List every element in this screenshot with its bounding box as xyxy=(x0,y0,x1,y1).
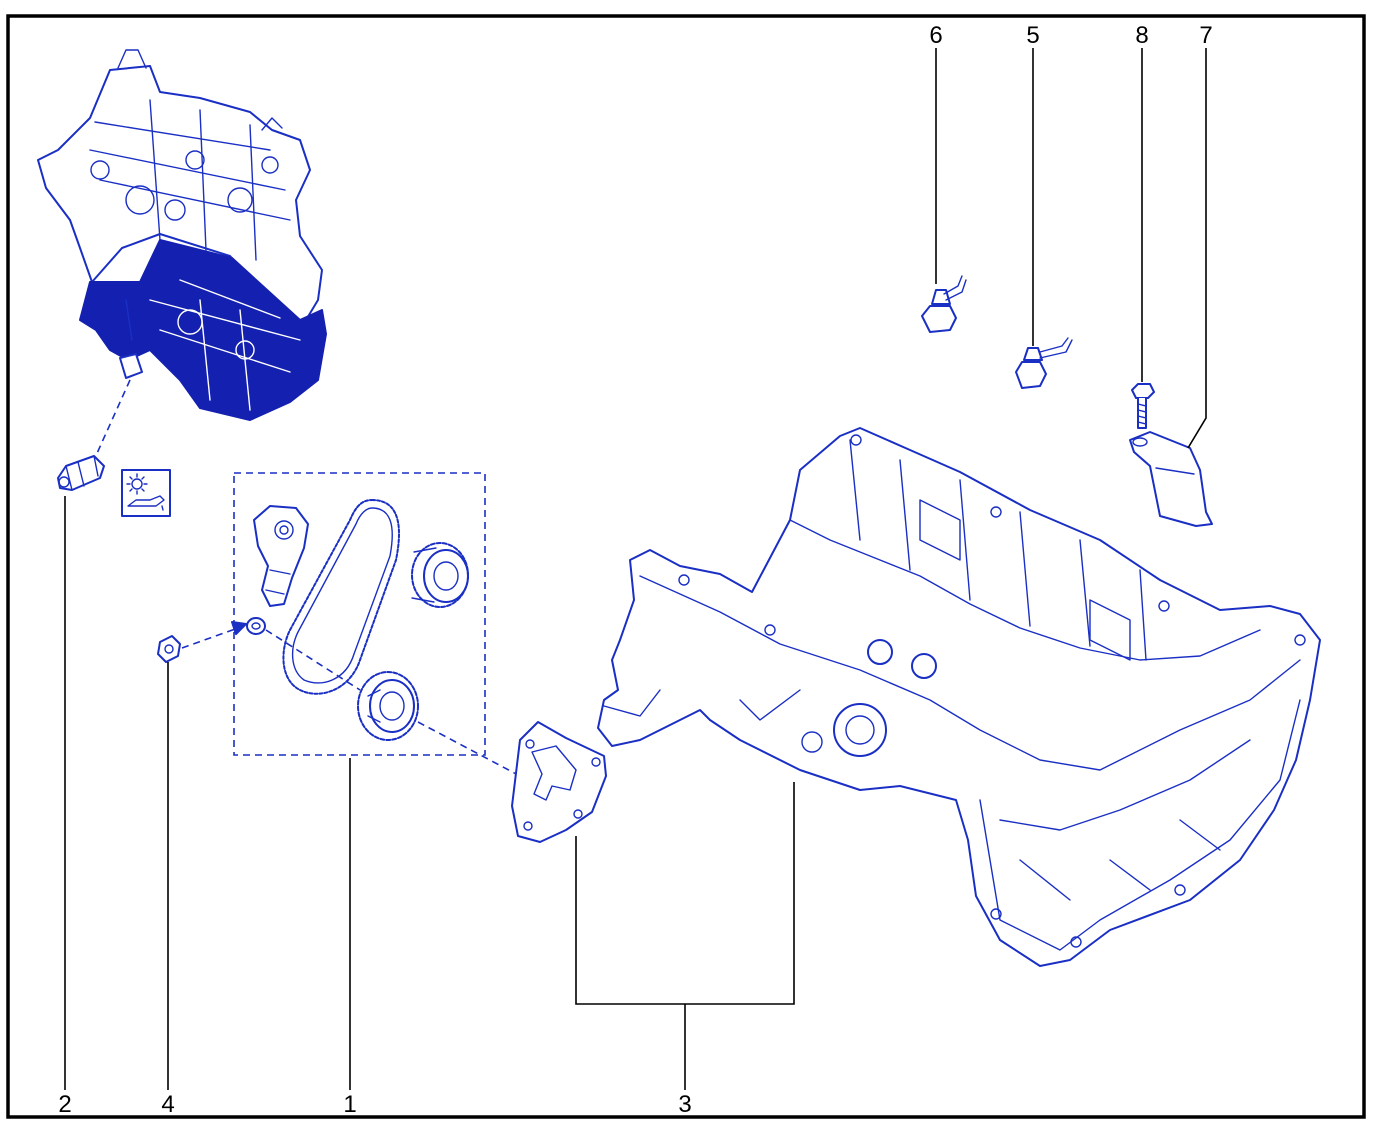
oil-drain-plug-6 xyxy=(921,275,967,333)
callout-3: 3 xyxy=(678,1091,691,1118)
callout-8: 8 xyxy=(1135,22,1148,49)
bolt xyxy=(1131,383,1155,429)
engine-assembly-illustration xyxy=(37,49,327,461)
diagram-frame xyxy=(6,14,1366,1119)
lower-crankcase xyxy=(597,427,1321,967)
oil-drain-plug-5 xyxy=(1015,337,1073,389)
oil-baffle xyxy=(1129,431,1213,527)
callout-6: 6 xyxy=(929,22,942,49)
callout-7: 7 xyxy=(1199,22,1212,49)
oil-pressure-warning-icon xyxy=(121,469,171,517)
callout-2: 2 xyxy=(58,1091,71,1118)
tensioner-nut xyxy=(157,617,266,663)
callout-1: 1 xyxy=(343,1091,356,1118)
oil-pressure-switch xyxy=(57,455,105,491)
callout-5: 5 xyxy=(1026,22,1039,49)
oil-pump-cover xyxy=(511,721,607,843)
callout-4: 4 xyxy=(161,1091,174,1118)
leader-lines xyxy=(64,48,1207,1090)
oil-pump-chain-kit xyxy=(233,472,521,777)
